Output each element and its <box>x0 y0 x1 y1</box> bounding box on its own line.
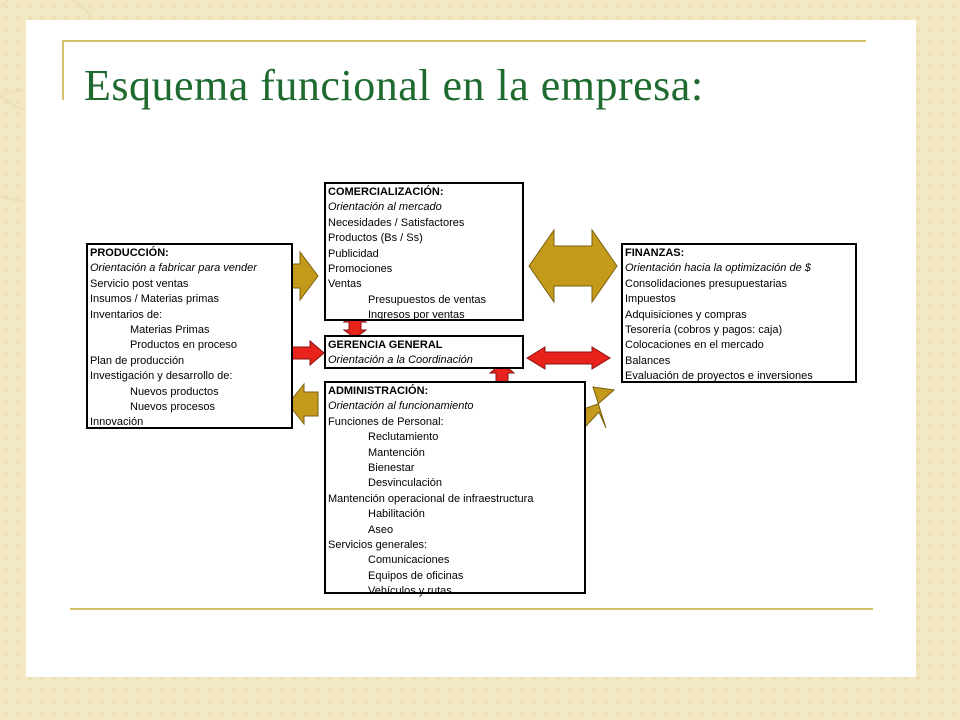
produccion-line: Plan de producción <box>90 354 185 367</box>
bottom-rule <box>70 608 873 610</box>
produccion-line: Servicio post ventas <box>90 277 189 290</box>
administracion-subitem: Mantención <box>368 446 425 459</box>
administracion-subitem: Aseo <box>368 523 394 536</box>
finanzas-box: FINANZAS: Orientación hacia la optimizac… <box>621 243 857 383</box>
produccion-line: Inventarios de: <box>90 308 163 321</box>
comercializacion-orientation: Orientación al mercado <box>328 201 442 214</box>
produccion-line: Insumos / Materias primas <box>90 293 219 306</box>
administracion-subitem: Comunicaciones <box>368 554 450 567</box>
produccion-subitem: Productos en proceso <box>130 339 238 352</box>
finanzas-orientation: Orientación hacia la optimización de $ <box>625 262 811 275</box>
administracion-subitem: Bienestar <box>368 462 415 475</box>
finanzas-line: Evaluación de proyectos e inversiones <box>625 370 813 383</box>
administracion-subitem: Reclutamiento <box>368 431 439 444</box>
administracion-subitem: Desvinculación <box>368 477 442 490</box>
produccion-heading: PRODUCCIÓN: <box>90 247 169 259</box>
produccion-subitem: Nuevos procesos <box>130 401 215 414</box>
gerencia-box: GERENCIA GENERAL Orientación a la Coordi… <box>324 335 524 369</box>
produccion-subitem: Nuevos productos <box>130 385 219 398</box>
produccion-box: PRODUCCIÓN: Orientación a fabricar para … <box>86 243 293 429</box>
administracion-box: ADMINISTRACIÓN: Orientación al funcionam… <box>324 381 586 597</box>
finanzas-line: Colocaciones en el mercado <box>625 339 764 352</box>
gerencia-orientation: Orientación a la Coordinación <box>328 354 473 367</box>
comercializacion-subitem: Ingresos por ventas <box>368 309 465 322</box>
top-rule-vertical <box>62 40 64 100</box>
produccion-line: Investigación y desarrollo de: <box>90 370 233 383</box>
administracion-line: Mantención operacional de infraestructur… <box>328 492 534 505</box>
comercializacion-box: COMERCIALIZACIÓN: Orientación al mercado… <box>324 182 524 321</box>
comercializacion-line: Publicidad <box>328 247 379 260</box>
comercializacion-line: Promociones <box>328 263 393 276</box>
comercializacion-line: Necesidades / Satisfactores <box>328 216 465 229</box>
administracion-subitem: Habilitación <box>368 508 425 521</box>
administracion-heading: ADMINISTRACIÓN: <box>328 385 429 397</box>
finanzas-line: Balances <box>625 354 671 367</box>
finanzas-heading: FINANZAS: <box>625 247 685 259</box>
administracion-subitem: Vehículos y rutas <box>368 585 452 598</box>
gerencia-heading: GERENCIA GENERAL <box>328 339 443 351</box>
arrow-to-produccion <box>287 382 319 426</box>
finanzas-line: Adquisiciones y compras <box>625 308 747 321</box>
comercializacion-subitem: Presupuestos de ventas <box>368 293 487 306</box>
finanzas-line: Impuestos <box>625 293 676 306</box>
administracion-subitem: Equipos de oficinas <box>368 569 464 582</box>
slide-title: Esquema funcional en la empresa: <box>84 61 704 110</box>
administracion-line: Funciones de Personal: <box>328 415 444 428</box>
arrow-gerencia-finanzas <box>526 346 611 370</box>
finanzas-line: Consolidaciones presupuestarias <box>625 277 788 290</box>
top-rule <box>62 40 866 42</box>
administracion-line: Servicios generales: <box>328 539 428 552</box>
administracion-orientation: Orientación al funcionamiento <box>328 400 474 413</box>
produccion-orientation: Orientación a fabricar para vender <box>90 262 257 275</box>
produccion-line: Innovación <box>90 416 144 429</box>
produccion-subitem: Materias Primas <box>130 324 210 337</box>
comercializacion-line: Ventas <box>328 278 362 291</box>
comercializacion-heading: COMERCIALIZACIÓN: <box>328 186 444 198</box>
arrow-comercializacion-finanzas <box>528 228 618 304</box>
finanzas-line: Tesorería (cobros y pagos: caja) <box>625 324 783 337</box>
comercializacion-line: Productos (Bs / Ss) <box>328 232 423 245</box>
